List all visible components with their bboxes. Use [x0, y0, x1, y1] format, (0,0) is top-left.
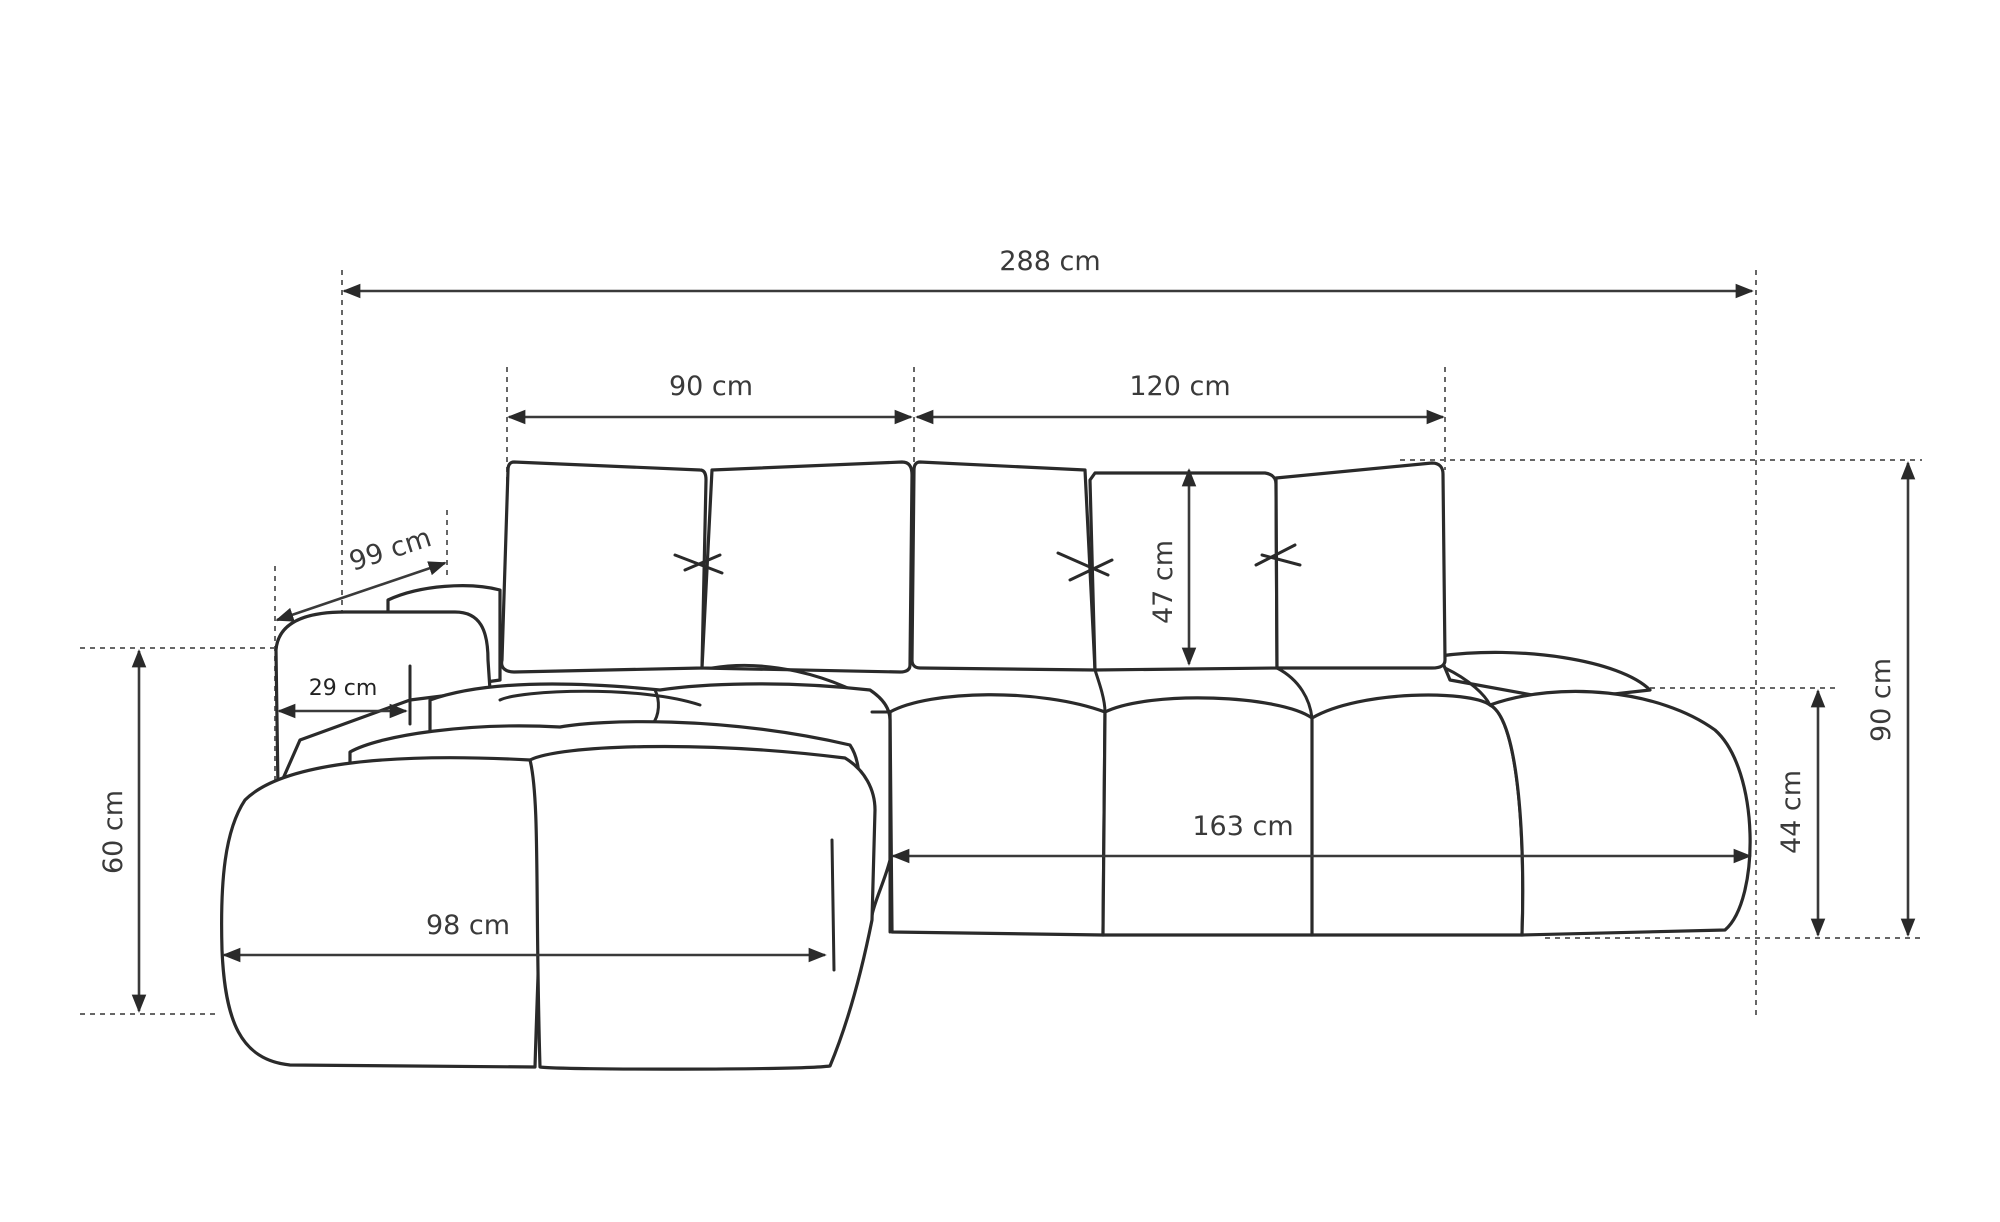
- back-cushion-1: [500, 460, 708, 674]
- label-armrest-width: 29 cm: [309, 676, 378, 701]
- label-armrest-depth: 99 cm: [346, 522, 436, 577]
- chaise: [220, 682, 892, 1071]
- seat-cushion-3: [1310, 693, 1525, 937]
- dim-chaise-width: 98 cm: [222, 910, 827, 963]
- chaise-front-right: [528, 744, 877, 1071]
- label-chaise-height: 60 cm: [98, 790, 129, 874]
- label-backrest-height: 47 cm: [1148, 540, 1179, 624]
- label-total-width: 288 cm: [999, 246, 1100, 277]
- back-cushions: [500, 460, 1447, 674]
- dim-total-height: 90 cm: [1866, 461, 1916, 937]
- sofa-outline: [220, 460, 1752, 1071]
- dim-backrest-height: 47 cm: [1148, 468, 1197, 666]
- label-seat-height: 44 cm: [1776, 770, 1807, 854]
- dim-back-left-width: 90 cm: [507, 371, 913, 425]
- label-back-left-width: 90 cm: [669, 371, 753, 402]
- dim-seat-width: 163 cm: [891, 811, 1752, 864]
- label-chaise-width: 98 cm: [426, 910, 510, 941]
- back-cushion-4: [1088, 471, 1279, 672]
- seat-cushion-4: [1488, 689, 1752, 937]
- seat-cushions: [710, 663, 1752, 937]
- label-seat-width: 163 cm: [1192, 811, 1293, 842]
- seat-cushion-1: [888, 693, 1107, 937]
- dim-back-right-width: 120 cm: [915, 371, 1445, 425]
- back-cushion-5: [1274, 461, 1447, 670]
- left-armrest: [274, 610, 492, 792]
- dim-total-width: 288 cm: [342, 246, 1754, 299]
- label-back-right-width: 120 cm: [1129, 371, 1230, 402]
- dim-chaise-height: 60 cm: [98, 649, 147, 1013]
- dim-armrest-width: 29 cm: [277, 676, 408, 719]
- back-cushion-2: [700, 460, 914, 674]
- back-cushion-3: [910, 460, 1097, 672]
- dim-seat-height: 44 cm: [1776, 689, 1826, 937]
- label-total-height: 90 cm: [1866, 658, 1897, 742]
